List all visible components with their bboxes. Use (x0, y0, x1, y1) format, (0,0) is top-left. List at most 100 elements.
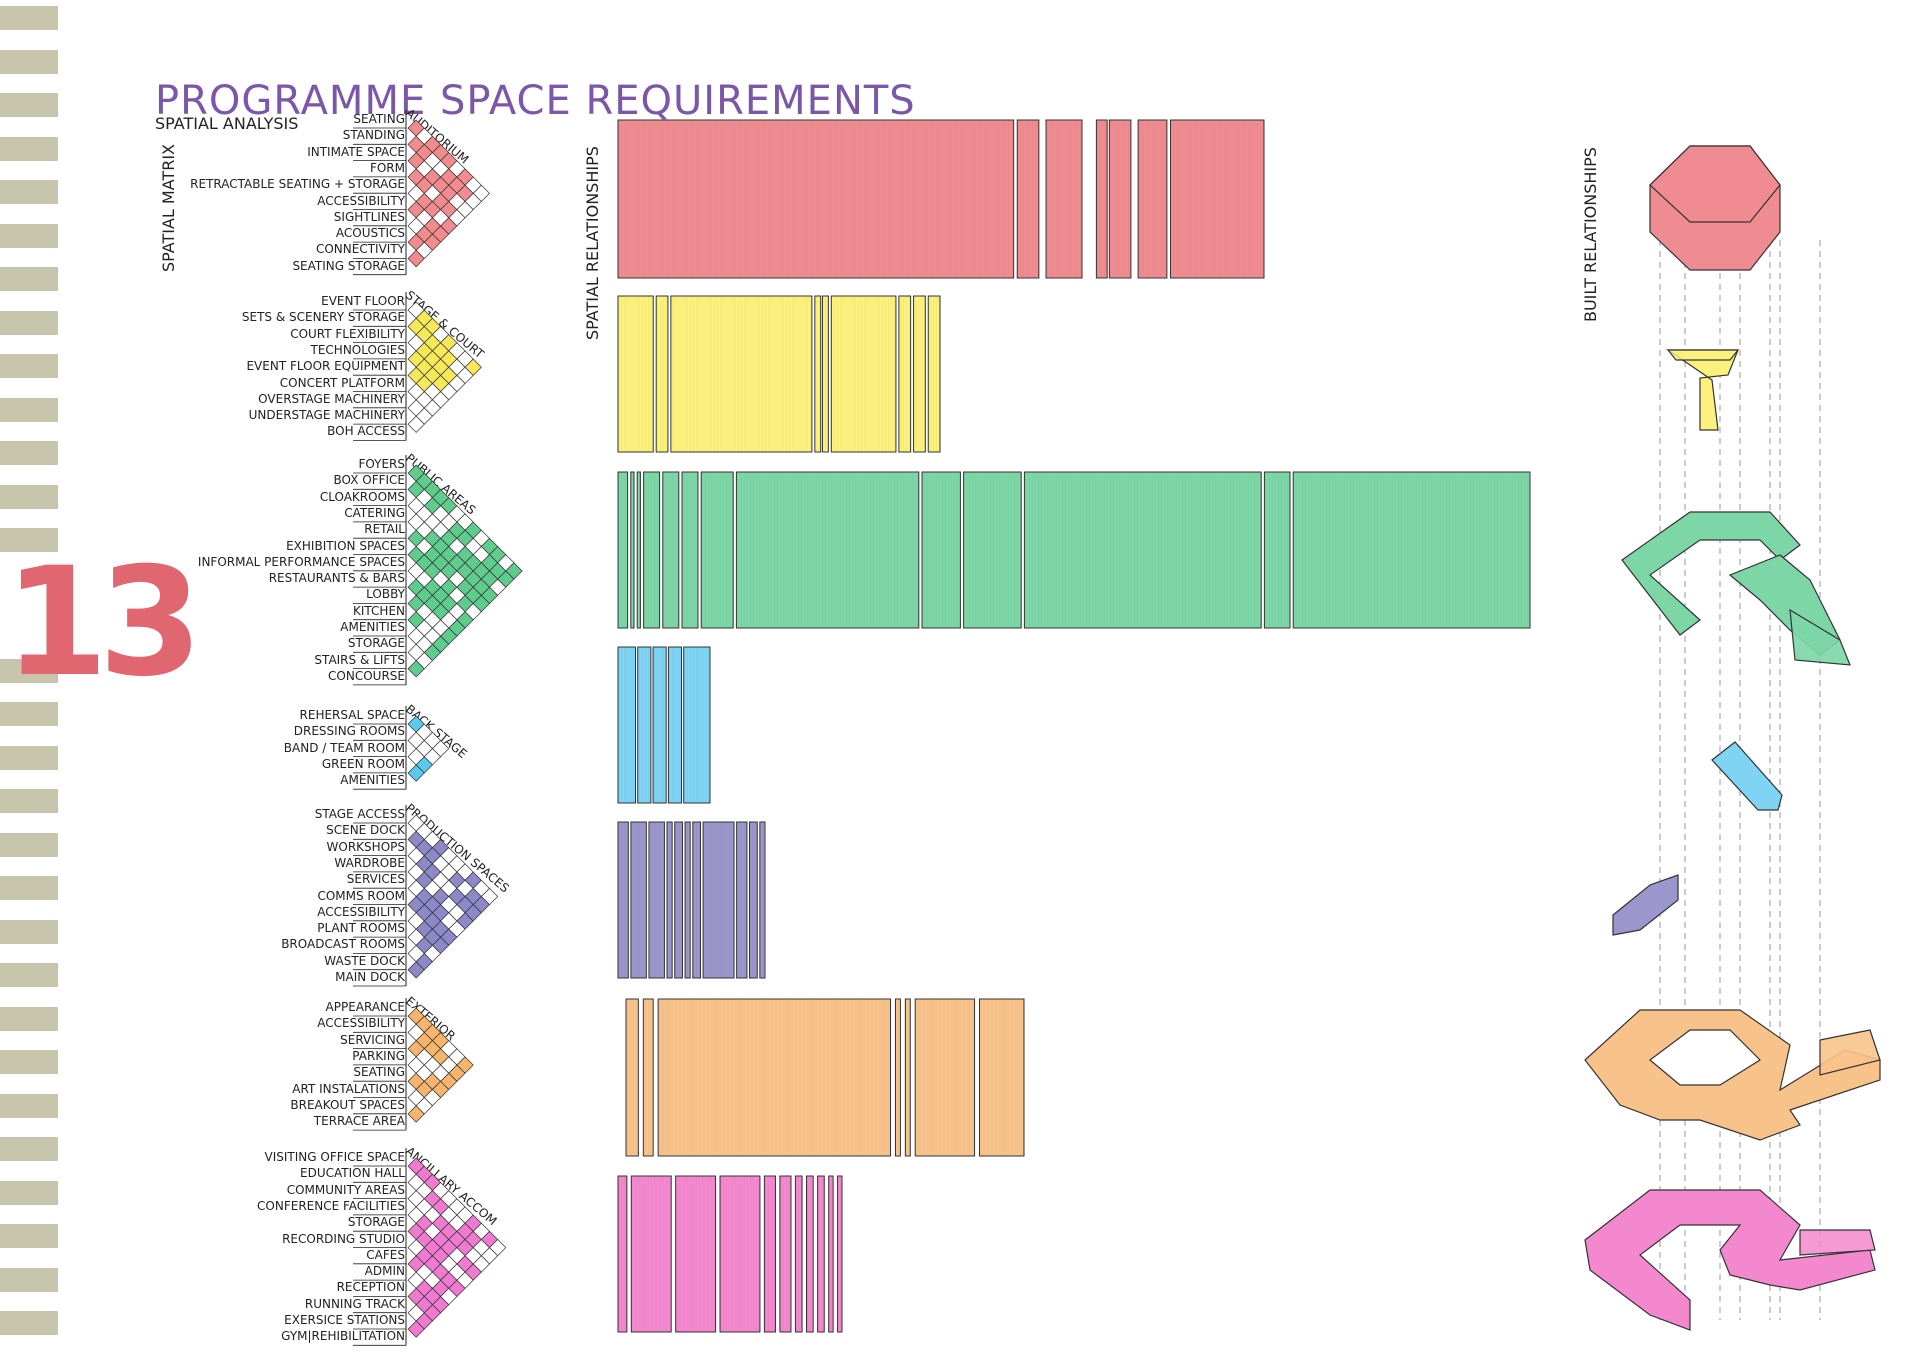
matrix-row-label: KITCHEN (353, 603, 405, 618)
binding-tab (0, 789, 58, 813)
binding-tab (0, 310, 58, 335)
model-face (1649, 145, 1781, 223)
matrix-row-label: OVERSTAGE MACHINERY (258, 391, 405, 406)
relationship-bar-texture (828, 1176, 834, 1332)
relationship-bar-texture (631, 1176, 672, 1332)
matrix-row-label: EVENT FLOOR (321, 294, 405, 308)
matrix-row-label: ACCESSIBILITY (317, 904, 405, 919)
relationship-bar-texture (1170, 120, 1264, 278)
matrix-row-label: MAIN DOCK (335, 970, 405, 984)
binding-tab (0, 1006, 58, 1031)
matrix-row-label: SEATING STORAGE (292, 258, 405, 273)
matrix-row-label: RECORDING STUDIO (282, 1231, 405, 1246)
matrix-row-label: CLOAKROOMS (319, 489, 405, 504)
relationship-bar-texture (913, 296, 926, 452)
matrix-row-label: RETAIL (364, 522, 405, 537)
matrix-row-label: CONCERT PLATFORM (279, 375, 405, 390)
matrix-row-label: PLANT ROOMS (317, 921, 405, 936)
matrix-row-label: STAGE ACCESS (314, 807, 405, 821)
matrix-row-label: DRESSING ROOMS (293, 724, 405, 739)
matrix-row-label: GYM|REHIBILITATION (281, 1329, 405, 1344)
matrix-row-label: STAIRS & LIFTS (314, 652, 405, 667)
matrix-row-label: SEATING (353, 1065, 405, 1080)
matrix-row-label: ACCESSIBILITY (317, 193, 405, 208)
relationship-bar-texture (1293, 472, 1530, 628)
matrix-cell (407, 1320, 425, 1338)
model-face (1666, 349, 1739, 431)
relationship-bar-texture (837, 1176, 842, 1332)
relationship-bar-texture (637, 647, 651, 803)
model-face (1584, 1189, 1876, 1331)
relationship-bar-texture (703, 822, 735, 978)
relationship-bar-texture (928, 296, 940, 452)
matrix-row-label: WARDROBE (334, 855, 405, 870)
relationship-bar-texture (1096, 120, 1108, 278)
matrix-row-label: SCENE DOCK (326, 823, 405, 838)
relationship-bar-texture (618, 472, 628, 628)
relationship-bar-texture (675, 1176, 716, 1332)
relationship-bar-texture (618, 296, 654, 452)
relationship-bar-texture (668, 647, 682, 803)
matrix-row-label: PARKING (352, 1048, 405, 1063)
relationship-bar-texture (736, 472, 919, 628)
binding-tab (0, 136, 58, 161)
relationship-bar-texture (648, 822, 665, 978)
matrix-row-label: FORM (369, 160, 405, 175)
binding-tab (0, 1137, 58, 1161)
matrix-row-label: FOYERS (358, 457, 405, 471)
matrix-cell (407, 249, 425, 268)
relationship-bar-texture (915, 999, 975, 1156)
relationship-bar-texture (905, 999, 911, 1156)
relationship-bar-texture (814, 296, 821, 452)
matrix-row-label: ACCESSIBILITY (317, 1016, 405, 1031)
page-subtitle: SPATIAL ANALYSIS (155, 114, 299, 133)
relationship-bar-texture (1264, 472, 1290, 628)
relationship-bar-texture (630, 822, 647, 978)
matrix-row-label: SIGHTLINES (333, 209, 405, 224)
relationship-bar-texture (898, 296, 911, 452)
matrix-row-label: BROADCAST ROOMS (281, 937, 405, 952)
matrix-row-label: CAFES (366, 1247, 405, 1262)
relationship-bar-texture (779, 1176, 791, 1332)
binding-tab (0, 441, 58, 465)
matrix-row-label: COMMS ROOM (317, 888, 405, 903)
matrix-row-label: EXERSICE STATIONS (284, 1313, 405, 1327)
matrix-row-label: SETS & SCENERY STORAGE (241, 310, 405, 325)
matrix-row-label: STORAGE (347, 636, 405, 651)
relationship-bar-texture (822, 296, 829, 452)
matrix-row-label: CONNECTIVITY (315, 242, 405, 257)
matrix-row-label: EDUCATION HALL (300, 1166, 405, 1181)
matrix-row-label: COMMUNITY AREAS (286, 1182, 405, 1197)
binding-tab (0, 1093, 58, 1118)
matrix-row-label: TECHNOLOGIES (310, 342, 405, 357)
matrix-cell (407, 660, 425, 678)
model-face (1649, 1029, 1761, 1086)
matrix-row-label: APPEARANCE (325, 1000, 405, 1014)
relationship-bar-texture (618, 822, 629, 978)
matrix-row-label: STORAGE (347, 1215, 405, 1230)
relationship-bar-texture (1024, 472, 1262, 628)
matrix-row-label: INFORMAL PERFORMANCE SPACES (197, 554, 405, 569)
model-face (1666, 349, 1740, 361)
relationship-bar-texture (736, 822, 747, 978)
matrix-row-label: ACOUSTICS (335, 226, 405, 241)
relationship-bar-texture (670, 296, 812, 452)
relationship-bar-texture (626, 999, 639, 1156)
matrix-row-label: BOH ACCESS (327, 424, 405, 439)
binding-tab (0, 876, 58, 900)
matrix-row-label: CONFERENCE FACILITIES (257, 1198, 405, 1213)
matrix-row-label: BREAKOUT SPACES (290, 1097, 405, 1112)
matrix-row-label: SEATING (353, 112, 405, 126)
binding-tab (0, 397, 58, 422)
binding-tab (0, 963, 58, 987)
relationship-bar-texture (759, 822, 765, 978)
binding-tab (0, 6, 58, 30)
model-face (1612, 874, 1679, 936)
binding-tab (0, 1050, 58, 1074)
relationship-bar-texture (1017, 120, 1039, 278)
relationship-bar-texture (656, 296, 668, 452)
matrix-row-label: EXHIBITION SPACES (286, 538, 405, 553)
matrix-row-label: GREEN ROOM (321, 756, 405, 771)
matrix-row-label: ART INSTALATIONS (292, 1081, 405, 1096)
matrix-row-label: COURT FLEXIBILITY (290, 326, 405, 341)
